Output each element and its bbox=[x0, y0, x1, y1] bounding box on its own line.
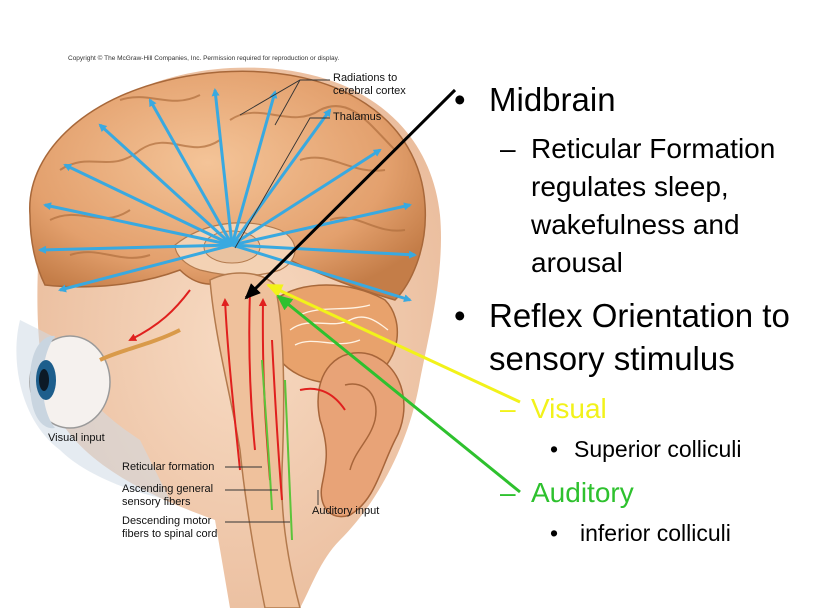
label-auditory-input: Auditory input bbox=[312, 505, 380, 517]
label-ascending-line1: Ascending general bbox=[122, 483, 214, 495]
bullet-reflex-line2: sensory stimulus bbox=[489, 340, 735, 377]
sub-reticular-line4: arousal bbox=[531, 247, 623, 278]
visual-pointer-arrow bbox=[266, 283, 521, 404]
ear-icon bbox=[317, 352, 405, 518]
auditory-pointer-arrow bbox=[276, 294, 521, 494]
midbrain-pointer-arrow bbox=[244, 88, 457, 300]
copyright-notice: Copyright © The McGraw-Hill Companies, I… bbox=[68, 55, 340, 62]
sub-reticular-marker: – bbox=[500, 133, 516, 164]
sub-visual: Visual bbox=[531, 393, 607, 424]
sub-auditory: Auditory bbox=[531, 477, 634, 508]
sub-reticular-line2: regulates sleep, bbox=[531, 171, 729, 202]
eye-icon bbox=[29, 328, 181, 429]
superior-colliculi-marker: • bbox=[550, 436, 559, 462]
label-reticular-formation: Reticular formation bbox=[122, 461, 215, 473]
sub-visual-marker: – bbox=[500, 393, 516, 424]
bullet-midbrain-marker: • bbox=[454, 81, 466, 118]
sub-auditory-marker: – bbox=[500, 477, 516, 508]
label-descending-fibers: Descending motor fibers to spinal cord bbox=[122, 515, 217, 541]
bullet-midbrain: Midbrain bbox=[489, 81, 616, 118]
label-descending-line1: Descending motor bbox=[122, 515, 212, 527]
sub-reticular-line1: Reticular Formation bbox=[531, 133, 776, 164]
label-ascending-fibers: Ascending general sensory fibers bbox=[122, 483, 213, 509]
bullet-reflex-line1: Reflex Orientation to bbox=[489, 297, 790, 334]
label-radiations: Radiations to cerebral cortex bbox=[333, 72, 406, 98]
sub-sub-inferior-colliculi: inferior colliculi bbox=[580, 520, 731, 546]
label-descending-line2: fibers to spinal cord bbox=[122, 528, 218, 540]
radiation-arrows bbox=[38, 88, 417, 303]
label-radiations-line2: cerebral cortex bbox=[333, 85, 406, 97]
sub-sub-superior-colliculi: Superior colliculi bbox=[574, 436, 742, 462]
sub-reticular-line3: wakefulness and bbox=[531, 209, 740, 240]
label-ascending-line2: sensory fibers bbox=[122, 496, 191, 508]
label-visual-input: Visual input bbox=[48, 432, 105, 444]
label-thalamus: Thalamus bbox=[333, 111, 382, 123]
bullet-reflex-marker: • bbox=[454, 297, 466, 334]
label-radiations-line1: Radiations to bbox=[333, 72, 398, 84]
inferior-colliculi-marker: • bbox=[550, 520, 559, 546]
